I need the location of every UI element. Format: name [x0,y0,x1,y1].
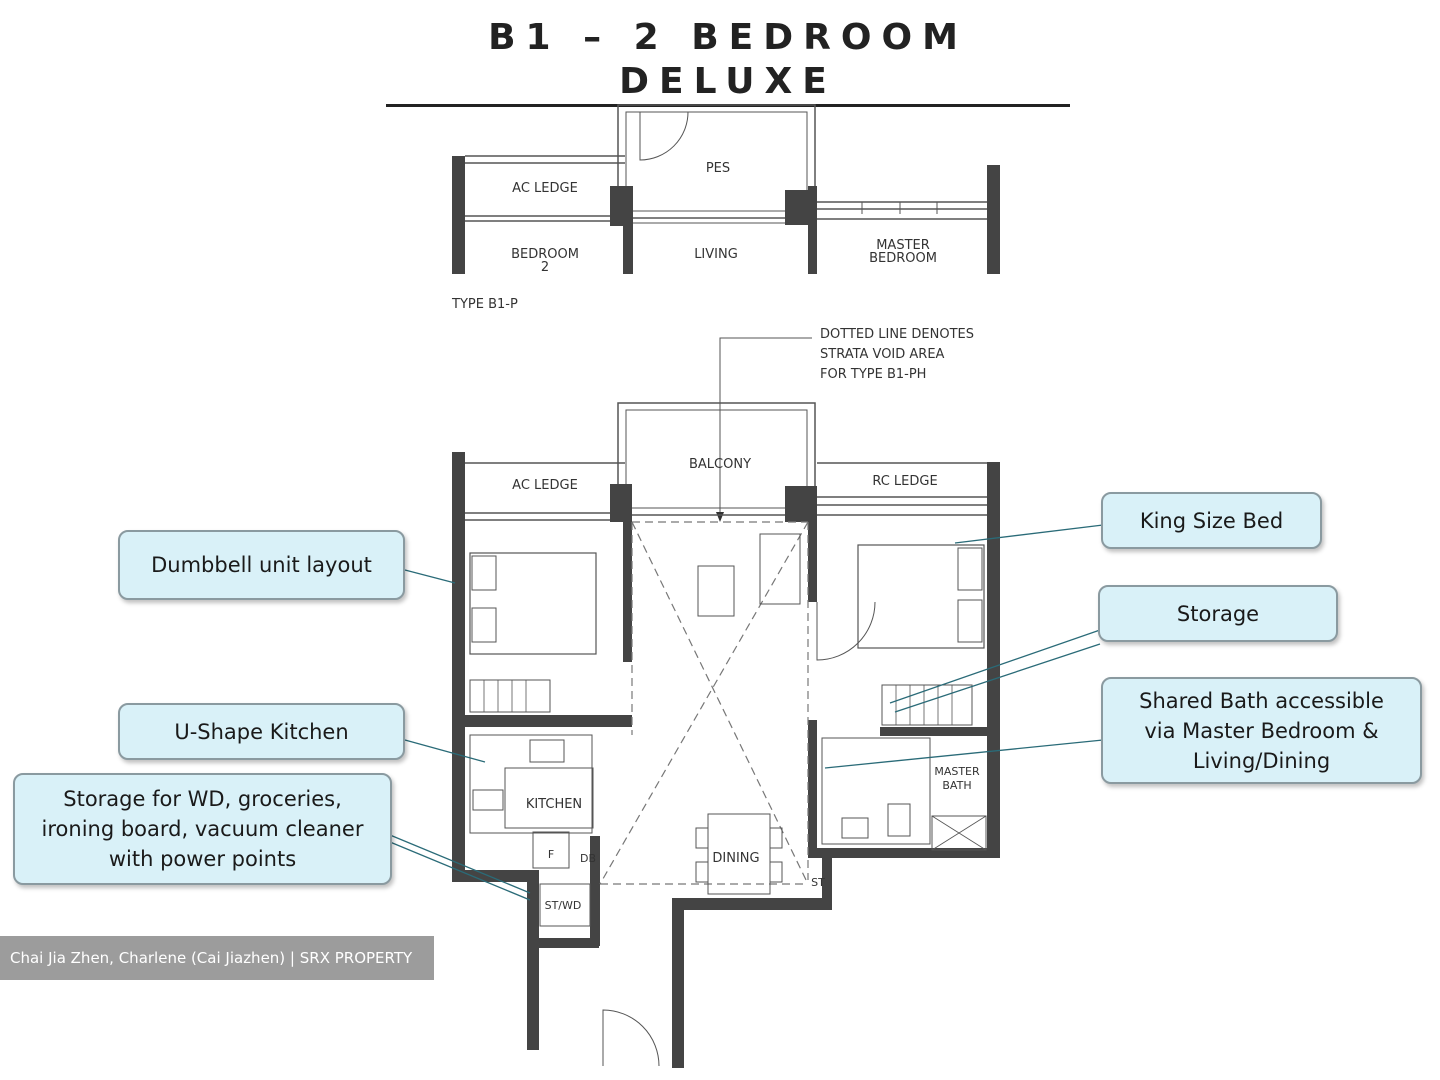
ac-ledge-label: AC LEDGE [512,478,578,493]
void-note-line-2: STRATA VOID AREA [820,347,945,362]
pp-ac-ledge-label: AC LEDGE [512,181,578,196]
master-bath-label-1: MASTER [934,765,980,778]
pp-master-label-2: BEDROOM [869,251,937,266]
callout-kitchen: U-Shape Kitchen [118,703,405,760]
callout-storage-text: Storage [1176,601,1260,626]
void-note-line-1: DOTTED LINE DENOTES [820,327,974,342]
callout-dumbbell: Dumbbell unit layout [118,530,405,600]
callout-kitchen-text: U-Shape Kitchen [174,719,349,744]
callout-storage-wd-line-2: ironing board, vacuum cleaner [41,817,364,841]
pp-bedroom2-label-1: BEDROOM [511,247,579,262]
rc-ledge-label: RC LEDGE [872,474,937,489]
type-label: TYPE B1-P [451,297,518,312]
credit-bar: Chai Jia Zhen, Charlene (Cai Jiazhen) | … [0,936,434,980]
main-plan [452,402,1000,1068]
callout-storage-wd-line-3: with power points [108,847,297,871]
callout-storage-wd-line-1: Storage for WD, groceries, [63,787,342,811]
void-note-line-3: FOR TYPE B1-PH [820,367,926,382]
dining-label: DINING [712,851,759,866]
callout-shared-bath: Shared Bath accessible via Master Bedroo… [1101,677,1422,784]
penthouse-plan [452,104,1000,274]
balcony-label: BALCONY [689,457,751,472]
callout-king-bed-text: King Size Bed [1139,508,1284,533]
callout-leaders [389,524,1104,901]
pp-pes-label: PES [706,161,730,176]
callout-shared-bath-line-1: Shared Bath accessible [1139,688,1384,713]
kitchen-label: KITCHEN [526,797,582,812]
master-bath-label-2: BATH [942,779,971,792]
callout-storage-wd: Storage for WD, groceries, ironing board… [13,773,392,885]
void-note-leader [719,337,812,520]
st-wd-label: ST/WD [545,899,582,912]
callout-shared-bath-line-2: via Master Bedroom & [1144,718,1379,743]
fridge-label: F [548,848,554,861]
pp-bedroom2-label-2: 2 [541,260,549,275]
callout-dumbbell-text: Dumbbell unit layout [151,553,372,577]
callout-shared-bath-line-3: Living/Dining [1192,748,1331,773]
callout-storage: Storage [1098,585,1338,642]
db-label: DB [580,852,596,865]
pp-master-label-1: MASTER [876,238,930,253]
plan-title: B1 – 2 BEDROOM DELUXE [386,16,1070,107]
callout-king-bed: King Size Bed [1101,492,1322,549]
st-label: ST [811,876,825,889]
pp-living-label: LIVING [694,247,738,262]
